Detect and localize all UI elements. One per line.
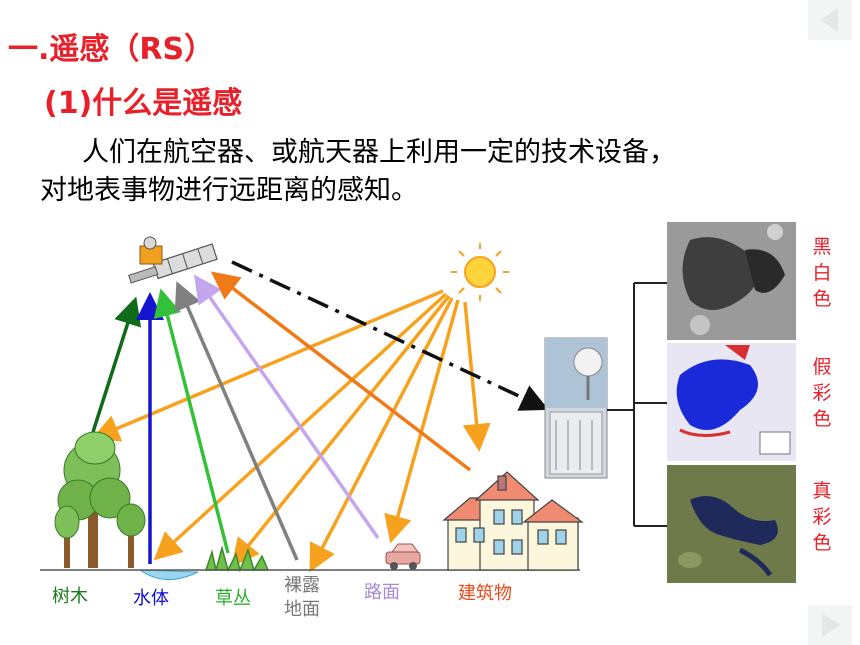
- label-bare-ground-line-2: 地面: [284, 599, 320, 620]
- label-tree: 树木: [52, 586, 88, 607]
- label-water: 水体: [133, 588, 169, 609]
- next-slide-icon[interactable]: [808, 605, 852, 645]
- satellite-icon: [128, 236, 218, 284]
- reflect-building: [210, 271, 472, 472]
- label-true-color-char-3: 色: [812, 532, 832, 554]
- label-building: 建筑物: [458, 583, 512, 604]
- label-false-color: 假 彩 色: [810, 354, 834, 432]
- car-icon: [385, 543, 421, 570]
- grass-icon: [204, 545, 270, 573]
- definition-text: 人们在航空器、或航天器上利用一定的技术设备， 对地表事物进行远距离的感知。: [40, 134, 830, 210]
- definition-line-1: 人们在航空器、或航天器上利用一定的技术设备，: [82, 137, 676, 168]
- downlink-arrow: [231, 260, 549, 411]
- label-true-color-char-2: 彩: [812, 506, 832, 528]
- sun-ray-grass: [231, 294, 451, 567]
- sun-icon: [451, 243, 509, 301]
- label-true-color: 真 彩 色: [810, 478, 834, 556]
- label-black-white-char-1: 黑: [812, 236, 832, 258]
- reflect-tree: [91, 296, 142, 433]
- label-false-color-char-2: 彩: [812, 382, 832, 404]
- label-grass: 草丛: [215, 588, 251, 609]
- reflect-grass: [153, 288, 230, 554]
- sun-ray-building: [462, 301, 491, 452]
- definition-line-2: 对地表事物进行远距离的感知。: [40, 175, 418, 206]
- sun-ray-tree: [91, 289, 444, 442]
- label-black-white: 黑 白 色: [810, 234, 834, 312]
- building-icon: [442, 471, 584, 571]
- previous-slide-icon[interactable]: [808, 0, 852, 40]
- sun-ray-water: [153, 292, 448, 561]
- water-icon: [138, 569, 199, 581]
- subsection-title: (1)什么是遥感: [44, 86, 243, 121]
- output-bracket: [607, 282, 667, 527]
- label-road: 路面: [364, 582, 400, 603]
- sun-ray-bare-ground: [309, 297, 454, 573]
- label-false-color-char-3: 色: [812, 408, 832, 430]
- reflect-bare-ground: [174, 281, 299, 561]
- label-bare-ground: 裸露 地面: [284, 574, 320, 622]
- sun-ray-road: [384, 299, 460, 544]
- label-bare-ground-line-1: 裸露: [284, 575, 320, 596]
- label-black-white-char-2: 白: [812, 262, 832, 284]
- reflect-road: [193, 274, 380, 540]
- label-false-color-char-1: 假: [812, 356, 832, 378]
- ground-station-photo: [544, 337, 608, 479]
- false-color-image: [667, 343, 796, 461]
- true-color-image: [667, 465, 796, 583]
- section-title: 一.遥感（RS）: [8, 32, 215, 67]
- bw-image: [667, 222, 796, 340]
- label-true-color-char-1: 真: [812, 480, 832, 502]
- label-black-white-char-3: 色: [812, 288, 832, 310]
- tree-icon: [54, 431, 146, 568]
